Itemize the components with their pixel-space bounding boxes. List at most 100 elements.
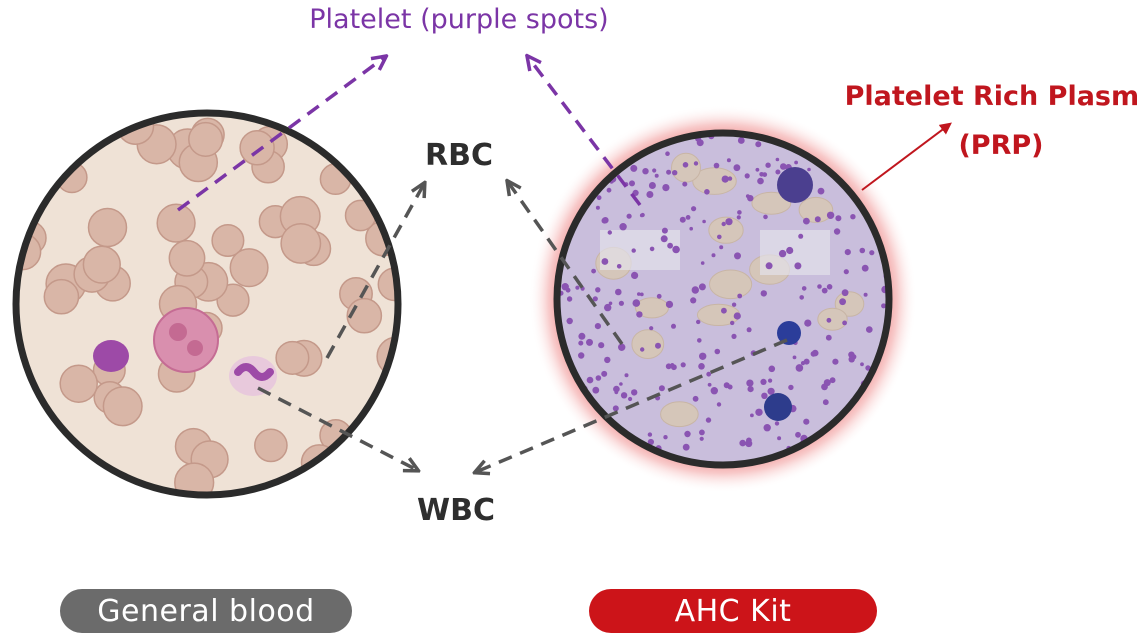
- platelet-dot: [628, 396, 633, 402]
- platelet-dot: [591, 268, 596, 274]
- platelet-dot: [672, 170, 678, 176]
- platelet-dot: [762, 172, 768, 178]
- platelet-dot: [757, 177, 764, 185]
- red-blood-cell: [280, 222, 322, 264]
- platelet-dot: [667, 242, 673, 249]
- platelet-dot: [632, 299, 641, 307]
- platelet-dot: [803, 418, 810, 425]
- red-blood-cell: [239, 130, 275, 166]
- platelet-dot: [721, 307, 727, 314]
- platelet-label: Platelet (purple spots): [309, 4, 608, 35]
- platelet-dot: [696, 139, 704, 147]
- platelet-dot: [691, 286, 699, 294]
- platelet-dot: [755, 408, 763, 416]
- prp-label-line1: Platelet Rich Plasma: [845, 81, 1140, 112]
- platelet-dot: [578, 332, 586, 340]
- platelet-dot: [584, 450, 591, 458]
- platelet-dot: [630, 164, 638, 172]
- platelet-dot: [689, 226, 693, 231]
- red-blood-cell: [211, 223, 245, 258]
- platelet-dot: [733, 164, 741, 172]
- red-blood-cell: [254, 428, 288, 463]
- platelet-dot: [710, 387, 718, 395]
- platelet-dot: [660, 235, 668, 243]
- platelet-dot: [842, 320, 847, 326]
- platelet-dot: [690, 297, 697, 304]
- platelet-dot: [795, 431, 801, 438]
- platelet-dot: [807, 167, 811, 172]
- platelet-dot: [780, 163, 787, 170]
- platelet-dot: [834, 459, 842, 465]
- platelet-dot: [698, 283, 706, 291]
- wbc-cell-2: [777, 321, 801, 345]
- platelet-dot: [706, 371, 712, 377]
- platelet-dot: [775, 157, 780, 162]
- platelet-dot: [792, 355, 797, 360]
- platelet-dot: [663, 435, 668, 440]
- platelet-dot: [761, 392, 768, 399]
- platelet-dot: [699, 352, 707, 360]
- wbc-cell-1: [777, 167, 813, 203]
- red-blood-cell: [751, 191, 792, 215]
- platelet-dot: [595, 287, 601, 293]
- platelet-dot: [656, 293, 662, 299]
- platelet-dot: [561, 283, 569, 291]
- platelet-dot: [721, 221, 726, 227]
- platelet-dot: [699, 436, 704, 441]
- arrow-platelet-right: [528, 57, 642, 207]
- red-blood-cell: [43, 278, 80, 315]
- platelet-dot: [595, 205, 600, 210]
- platelet-dot: [775, 169, 781, 175]
- red-blood-cell: [817, 307, 848, 331]
- platelet-dot: [714, 348, 721, 355]
- platelet-dot: [665, 151, 670, 156]
- platelet-dot: [750, 413, 754, 418]
- platelet-dot: [562, 175, 568, 181]
- platelet-dot: [613, 385, 620, 393]
- platelet-dot: [821, 287, 828, 294]
- platelet-dot: [647, 432, 653, 437]
- red-blood-cell: [31, 430, 69, 468]
- platelet-dot: [619, 382, 623, 386]
- platelet-dot: [876, 135, 882, 141]
- rbc-label: RBC: [425, 138, 493, 173]
- red-blood-cell: [156, 203, 196, 243]
- platelet-dot: [578, 352, 585, 359]
- platelet-dot: [679, 216, 686, 223]
- platelet-dot: [798, 233, 804, 239]
- platelet-dot: [661, 227, 668, 234]
- platelet-dot: [654, 173, 659, 178]
- platelet-dot: [839, 298, 846, 306]
- red-blood-cell: [87, 207, 128, 248]
- platelet-dot: [592, 386, 600, 394]
- platelet-dot: [592, 296, 598, 302]
- platelet-dot: [665, 363, 672, 370]
- red-blood-cell: [82, 245, 121, 284]
- platelet-dot: [604, 303, 612, 312]
- platelet-dot: [619, 223, 627, 231]
- platelet-dot: [731, 333, 737, 339]
- platelet-dot: [852, 456, 859, 462]
- platelet-dot: [685, 215, 691, 220]
- red-blood-cell: [275, 340, 310, 375]
- platelet-dot: [866, 326, 873, 333]
- platelet-dot: [869, 250, 875, 256]
- platelet-dot: [841, 289, 849, 297]
- platelet-dot: [596, 195, 602, 201]
- general-blood-badge: General blood: [60, 589, 352, 633]
- platelet-dot: [629, 180, 635, 187]
- platelet-dot: [860, 362, 864, 367]
- platelet-dot: [833, 228, 841, 235]
- general-blood-label: General blood: [97, 593, 315, 629]
- platelet-dot: [717, 234, 722, 240]
- platelet-dot: [727, 384, 733, 390]
- platelet-dot: [774, 421, 780, 426]
- wbc-cell-3: [764, 393, 792, 421]
- platelet-dot: [795, 364, 804, 372]
- platelet-dot: [848, 351, 855, 358]
- platelet-dot: [767, 387, 775, 395]
- platelet-dot: [778, 249, 787, 258]
- platelet-dot: [704, 189, 710, 195]
- platelet-dot: [727, 176, 733, 181]
- platelet-dot: [730, 320, 735, 326]
